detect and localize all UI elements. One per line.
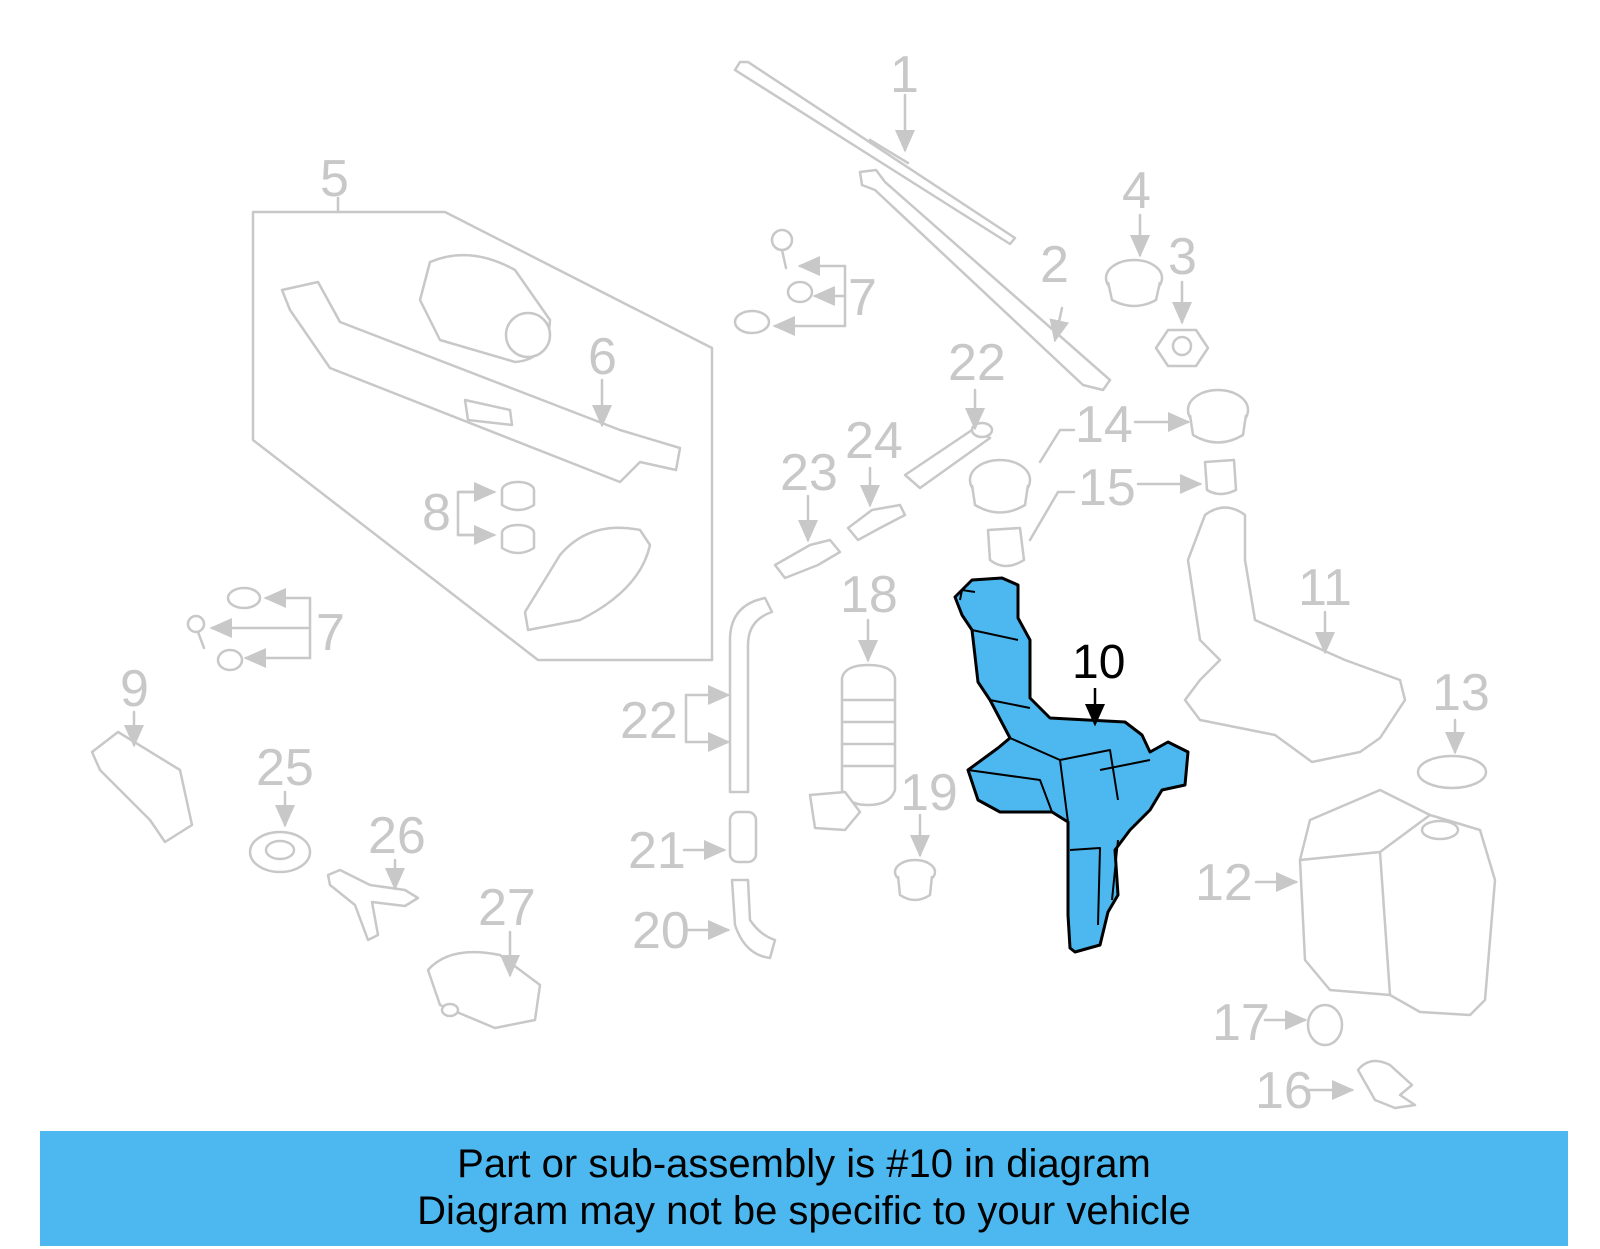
part-11-reservoir[interactable] (1183, 506, 1407, 764)
part-17-grommet[interactable] (1263, 1003, 1344, 1047)
label-5: 5 (320, 150, 349, 208)
label-24: 24 (845, 412, 903, 470)
label-6: 6 (588, 328, 617, 386)
label-25: 25 (256, 739, 314, 797)
part-15-filler-neck[interactable] (986, 458, 1238, 568)
label-1: 1 (890, 46, 919, 104)
part-20-elbow[interactable] (686, 878, 777, 960)
part-26-hose-connector[interactable] (326, 858, 420, 942)
part-21-hose-coupler[interactable] (682, 810, 758, 864)
part-18-washer-pump[interactable] (808, 618, 897, 832)
part-12-washer-tank[interactable] (1254, 788, 1497, 1017)
label-15: 15 (1078, 459, 1136, 517)
banner-line-1: Part or sub-assembly is #10 in diagram (457, 1142, 1151, 1186)
label-17: 17 (1212, 994, 1270, 1052)
label-8: 8 (422, 484, 451, 542)
info-banner: Part or sub-assembly is #10 in diagram D… (40, 1131, 1568, 1246)
part-8-bushings[interactable] (456, 480, 536, 555)
banner-line-2: Diagram may not be specific to your vehi… (417, 1189, 1191, 1233)
part-13-seal-ring[interactable] (1416, 718, 1488, 790)
label-11: 11 (1298, 559, 1352, 617)
label-16: 16 (1255, 1062, 1313, 1120)
part-14-filler-cap[interactable] (968, 388, 1250, 514)
part-22-nozzle-upper[interactable] (903, 388, 994, 490)
part-27-motor[interactable] (426, 930, 542, 1030)
part-2-wiper-arm[interactable] (858, 168, 1112, 392)
part-19-grommet[interactable] (893, 813, 937, 902)
part-1-wiper-blade[interactable] (733, 60, 1017, 246)
part-3-nut[interactable] (1154, 280, 1210, 368)
label-13: 13 (1432, 664, 1490, 722)
part-7-grommets-lower[interactable] (186, 586, 312, 672)
label-26: 26 (368, 807, 426, 865)
label-9: 9 (120, 660, 149, 718)
label-19: 19 (900, 764, 958, 822)
label-21: 21 (628, 822, 686, 880)
label-18: 18 (840, 566, 898, 624)
part-23-connector[interactable] (773, 494, 842, 580)
label-2: 2 (1040, 236, 1069, 294)
part-5-wiper-linkage-assembly[interactable] (251, 196, 714, 662)
part-7-grommets-upper[interactable] (733, 228, 847, 336)
label-10: 10 (1072, 636, 1125, 689)
part-16-clip[interactable] (1306, 1059, 1417, 1110)
label-22-lower: 22 (620, 692, 678, 750)
label-7-lower: 7 (316, 604, 345, 662)
label-4: 4 (1122, 162, 1151, 220)
label-12: 12 (1195, 854, 1253, 912)
part-24-check-valve[interactable] (846, 466, 907, 542)
label-22-upper: 22 (948, 334, 1006, 392)
part-22-hose-lower[interactable] (684, 596, 774, 794)
label-3: 3 (1168, 228, 1197, 286)
part-4-cap[interactable] (1104, 213, 1164, 308)
part-10-washer-reservoir-highlighted[interactable] (953, 576, 1190, 954)
label-20: 20 (632, 902, 690, 960)
label-23: 23 (780, 444, 838, 502)
part-25-grommet[interactable] (248, 790, 312, 874)
label-7-upper: 7 (848, 269, 877, 327)
part-9-bracket[interactable] (90, 710, 194, 844)
label-27: 27 (478, 879, 536, 937)
label-14: 14 (1075, 396, 1133, 454)
